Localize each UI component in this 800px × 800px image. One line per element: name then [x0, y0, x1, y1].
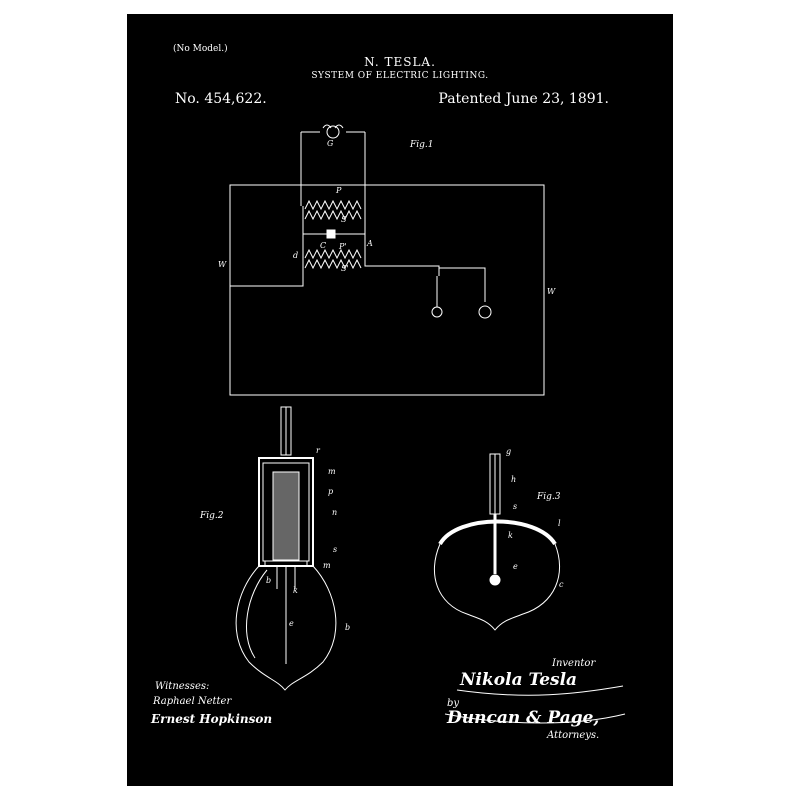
label-C: C	[320, 241, 327, 250]
label-b2: b	[345, 623, 351, 632]
witnesses-heading: Witnesses:	[155, 681, 210, 692]
label-A: A	[367, 239, 373, 248]
fig2-label: Fig.2	[200, 511, 224, 521]
filament-button	[489, 574, 501, 586]
label-b: b	[266, 576, 272, 585]
label-k3: k	[508, 531, 513, 540]
attorney-signature: Duncan & Page,	[447, 708, 600, 728]
lamp-right-icon	[478, 305, 492, 319]
fig1-label: Fig.1	[410, 140, 434, 150]
patent-title: SYSTEM OF ELECTRIC LIGHTING.	[311, 71, 489, 81]
generator-icon	[326, 125, 340, 139]
no-model-note: (No Model.)	[173, 44, 228, 54]
label-r: r	[316, 446, 320, 455]
inventor-signature: Nikola Tesla	[460, 670, 578, 690]
patent-number: No. 454,622.	[175, 91, 267, 107]
label-S: S	[341, 215, 347, 224]
label-h: h	[511, 475, 517, 484]
fig3-label: Fig.3	[537, 492, 561, 502]
primary-coil	[304, 199, 362, 211]
label-G: G	[327, 139, 334, 148]
label-s3: s	[513, 502, 518, 511]
label-e3: e	[513, 562, 518, 571]
label-k: k	[293, 586, 298, 595]
label-n: n	[332, 508, 338, 517]
label-m: m	[328, 467, 336, 476]
inventor-heading: N. TESLA.	[364, 55, 436, 69]
label-W-right: W	[547, 287, 556, 296]
label-e: e	[289, 619, 294, 628]
label-s: s	[333, 545, 338, 554]
patent-date: Patented June 23, 1891.	[438, 91, 609, 107]
secondary-coil-2	[304, 258, 362, 270]
label-m2: m	[323, 561, 331, 570]
label-p: p	[328, 487, 334, 496]
label-P2: P'	[339, 242, 347, 251]
label-l: l	[558, 519, 561, 528]
label-P: P	[336, 186, 342, 195]
inventor-signature-flourish	[456, 685, 624, 696]
label-S2: S'	[341, 264, 349, 273]
patent-poster: (No Model.) N. TESLA. SYSTEM OF ELECTRIC…	[127, 14, 673, 786]
label-W-left: W	[218, 260, 227, 269]
label-c: c	[559, 580, 564, 589]
witness-signature-2: Ernest Hopkinson	[151, 712, 273, 726]
condenser-icon	[326, 229, 336, 239]
fig1-circuit-diagram	[229, 124, 545, 396]
inventor-label: Inventor	[552, 658, 596, 669]
by-label: by	[447, 698, 460, 709]
attorneys-label: Attorneys.	[547, 730, 600, 741]
fig3-lamp-drawing	[433, 453, 560, 631]
label-d: d	[293, 251, 299, 260]
patent-drawings	[229, 124, 626, 724]
witness-signature-1: Raphael Netter	[153, 696, 232, 707]
carbon-block	[272, 471, 300, 561]
attorney-signature-flourish	[444, 713, 626, 724]
secondary-coil	[304, 209, 362, 221]
lamp-left-icon	[431, 306, 443, 318]
circuit-frame	[229, 184, 545, 396]
label-g: g	[506, 447, 512, 456]
fig2-lamp-drawing	[235, 406, 337, 691]
primary-coil-2	[304, 248, 362, 260]
